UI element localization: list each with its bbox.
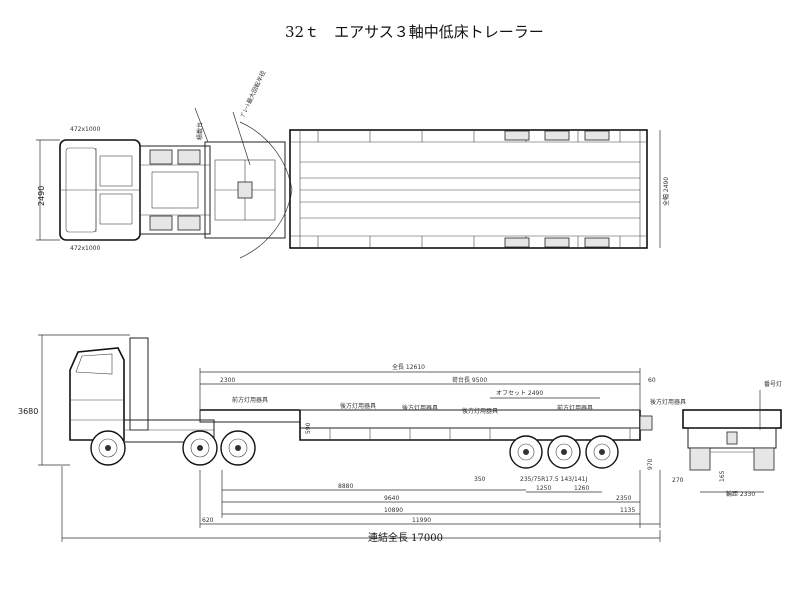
exhaust-stack	[129, 337, 149, 431]
gooseneck-side	[199, 409, 301, 423]
plan-width-label: 2490	[37, 186, 46, 206]
rear-wheel-right	[753, 447, 775, 471]
dim-11990-label: 11990	[412, 517, 431, 524]
trailer-width-label: 全幅 2490	[662, 177, 670, 206]
callout-6: 後方灯用器具	[650, 398, 686, 406]
callout-3: 後方灯用器具	[402, 404, 438, 412]
cab-side	[69, 347, 125, 441]
rear-wheel-left	[689, 447, 711, 471]
dim-1260-label: 1260	[574, 485, 589, 492]
dim-1135-label: 1135	[620, 507, 635, 514]
dim-970-label: 970	[647, 458, 654, 470]
tractor-frame-plan	[139, 145, 211, 235]
plan-small-label-2: 472x1000	[70, 245, 100, 252]
side-view: 3680	[18, 334, 686, 544]
plan-callout-1: 積載台	[196, 122, 204, 140]
combined-length-label: 連結全長 17000	[368, 531, 443, 544]
track-width-label: 輪距 2330	[726, 490, 755, 498]
callout-4: 後方灯用器具	[462, 407, 498, 415]
rear-lamp-label: 番号灯	[764, 380, 782, 388]
dim-2300-label: 2300	[220, 377, 235, 384]
offset-label: オフセット 2490	[496, 390, 543, 397]
tire-spec-label: 235/75R17.5 143/141J	[520, 476, 587, 483]
turning-radius-arc	[239, 121, 293, 191]
plan-view: 2490 全幅 2490 472x1000 472x1000 積載台 ﾌﾟﾚｰﾄ…	[36, 69, 670, 259]
height-label: 3680	[18, 407, 38, 416]
dim-590-label: 590	[305, 422, 312, 434]
dim-10890-label: 10890	[384, 507, 403, 514]
plan-small-label-1: 472x1000	[70, 126, 100, 133]
license-plate	[726, 431, 738, 445]
trailer-deck-plan	[289, 129, 648, 249]
bed-length-label: 荷台長 9500	[452, 376, 487, 384]
rear-dim-165-label: 165	[719, 470, 726, 482]
gooseneck-plan	[204, 141, 286, 239]
overall-length-label: 全長 12610	[392, 363, 425, 371]
tractor-chassis	[123, 419, 215, 443]
dim-350-label: 350	[474, 476, 486, 483]
plan-callout-2: ﾌﾟﾚｰﾄ最大回転半径	[239, 69, 268, 119]
rear-deck	[682, 409, 782, 429]
dim-9640-label: 9640	[384, 495, 399, 502]
callout-1: 前方灯用器具	[232, 396, 268, 404]
rear-dim-270-label: 270	[672, 477, 684, 484]
dim-8880-label: 8880	[338, 483, 353, 490]
dim-2350-label: 2350	[616, 495, 631, 502]
drawing-title: 32ｔ エアサス３軸中低床トレーラー	[285, 23, 544, 41]
cab-window	[75, 353, 113, 375]
rear-view: 番号灯 270 165 輪距 2330	[672, 380, 782, 498]
dim-60-label: 60	[648, 377, 656, 384]
dim-620-label: 620	[202, 517, 214, 524]
callout-2: 後方灯用器具	[340, 402, 376, 410]
rear-lamp-bracket	[639, 415, 653, 431]
callout-5: 前方灯用器具	[557, 404, 593, 412]
dim-1250-label: 1250	[536, 485, 551, 492]
